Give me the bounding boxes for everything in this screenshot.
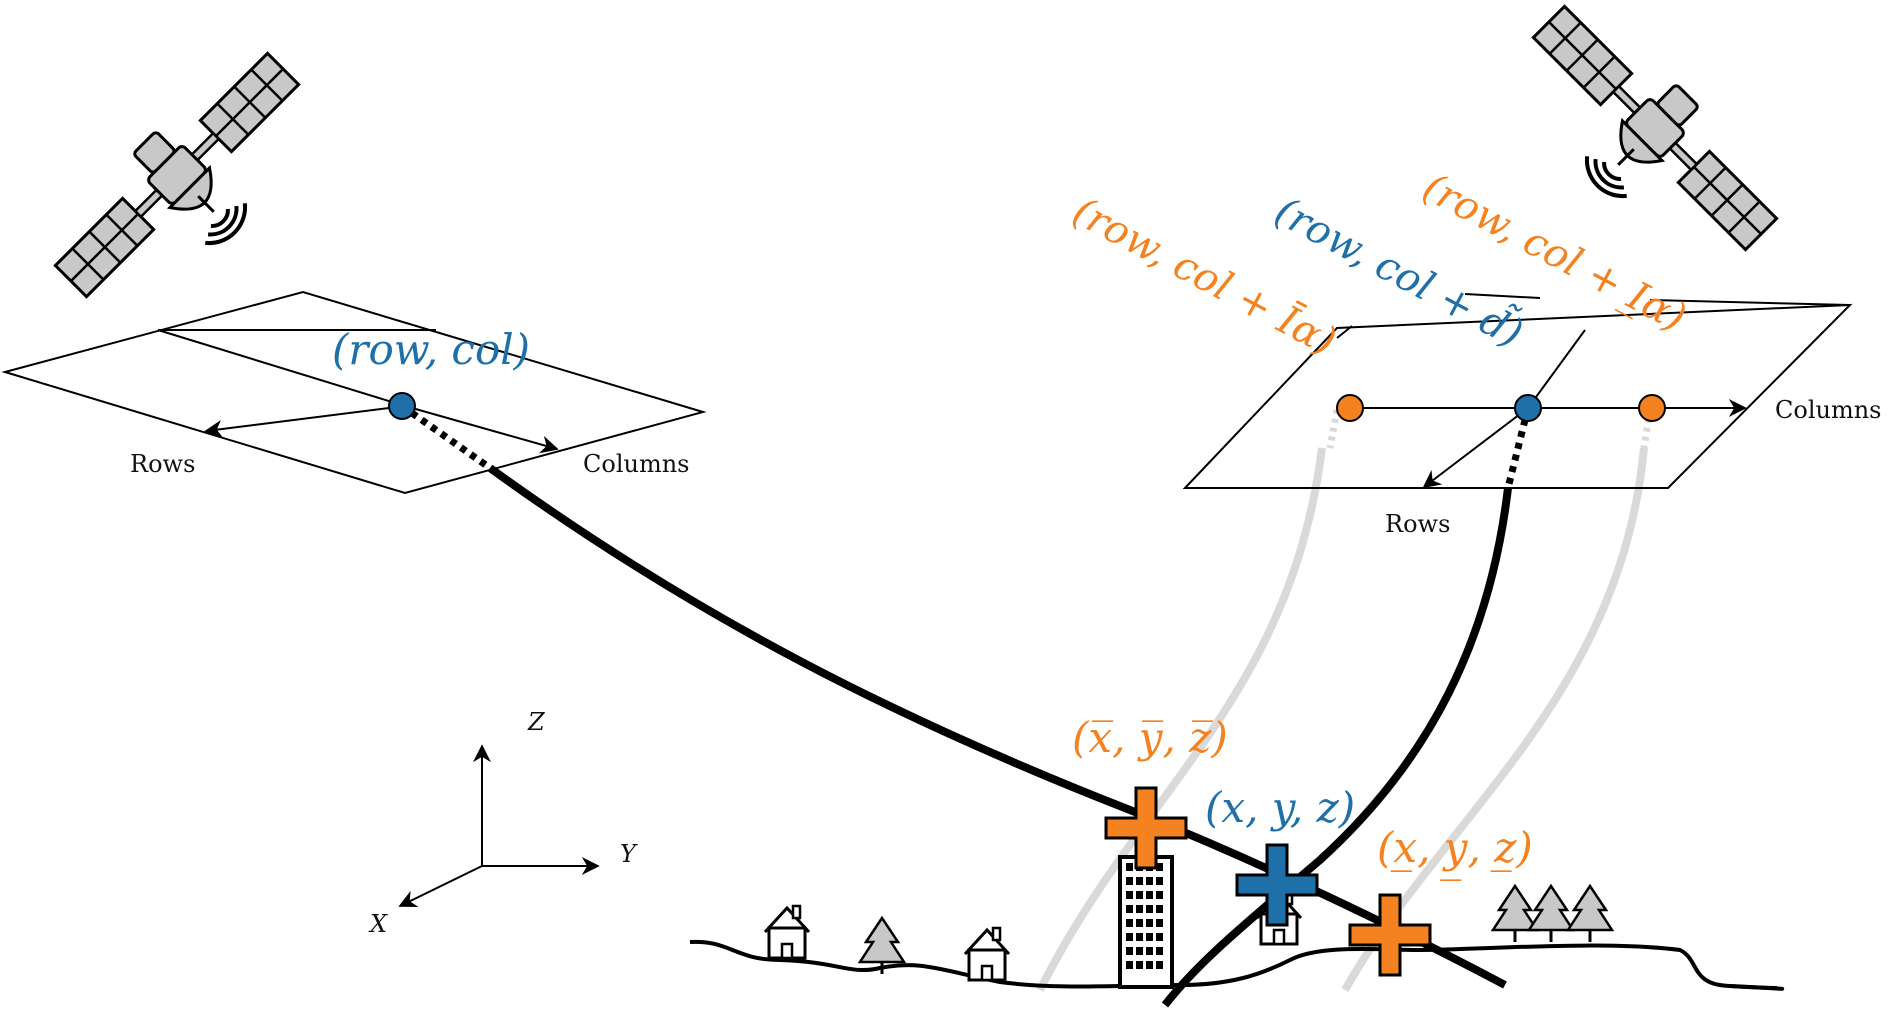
- left-pixel-label: (row, col): [332, 325, 530, 374]
- right-ray: [1161, 487, 1512, 1008]
- dotted-gray-left: [1326, 409, 1341, 449]
- left-columns-label: Columns: [583, 450, 689, 478]
- z-axis-label: Z: [527, 708, 546, 736]
- house-icon-2: [963, 926, 1011, 982]
- house-icon-1: [763, 904, 811, 960]
- tree-icon-4: [1566, 884, 1614, 944]
- dotted-gray-right: [1640, 409, 1654, 449]
- coordinate-axes: [398, 744, 600, 907]
- upper-point-label: (x̅, y̅, z̅): [1072, 713, 1228, 762]
- left-pixel-dot: [388, 392, 416, 420]
- ground-line: [689, 939, 1785, 991]
- right-center-pixel-dot: [1514, 394, 1542, 422]
- left-ray: [487, 464, 1507, 989]
- columns-arrow: [404, 405, 559, 454]
- right-right-pixel-dot: [1638, 394, 1666, 422]
- rows-arrow: [204, 405, 406, 438]
- left-image-plane: [1, 290, 707, 495]
- right-left-pixel-dot: [1336, 394, 1364, 422]
- right-rows-label: Rows: [1385, 510, 1450, 538]
- epipolar-curve-left: [1036, 447, 1326, 992]
- y-axis-label: Y: [620, 840, 638, 868]
- lower-point-label: (x̲, y̲, z̲): [1377, 823, 1533, 881]
- tree-icon-3: [1527, 884, 1575, 944]
- left-ray-dotted: [399, 403, 493, 471]
- left-rows-label: Rows: [130, 450, 195, 478]
- center-point-label: (x, y, z): [1205, 783, 1355, 832]
- x-axis-label: X: [368, 910, 388, 938]
- tree-icon-2: [1491, 884, 1539, 944]
- right-columns-label: Columns: [1775, 396, 1881, 424]
- building-icon: [1118, 833, 1174, 989]
